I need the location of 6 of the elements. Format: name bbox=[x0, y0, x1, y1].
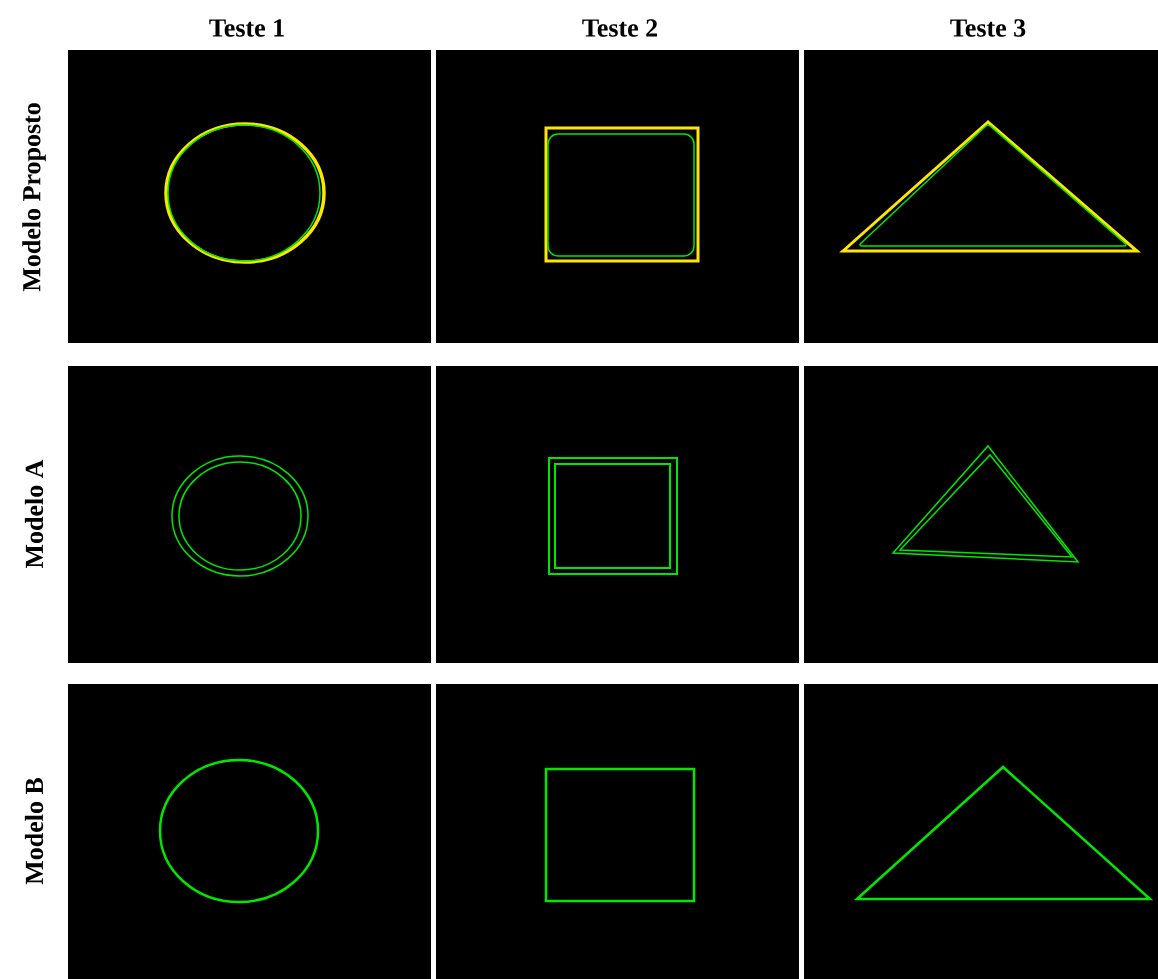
row-heading: Modelo A bbox=[24, 459, 44, 569]
row-heading: Modelo Proposto bbox=[22, 103, 46, 292]
column-heading: Teste 1 bbox=[209, 19, 284, 37]
row-heading: Modelo B bbox=[24, 777, 44, 885]
column-heading: Teste 2 bbox=[582, 19, 658, 37]
column-heading: Teste 3 bbox=[950, 19, 1026, 37]
